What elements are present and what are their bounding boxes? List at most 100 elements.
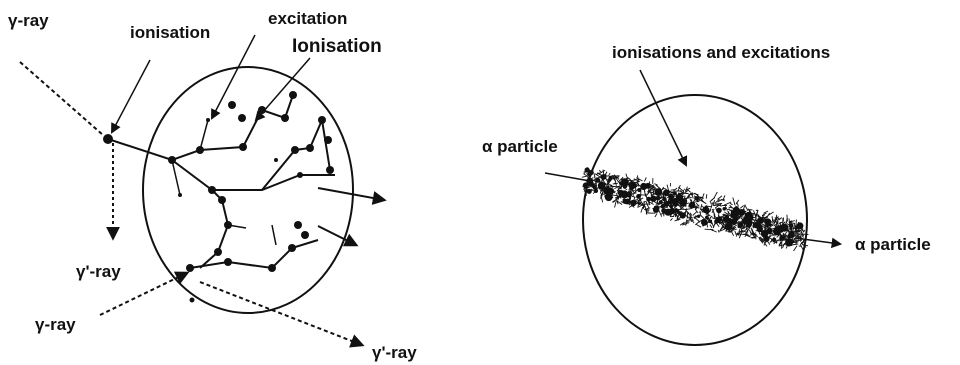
alpha-particle-outgoing-label: α particle [855,235,931,254]
electron-track-branch-1 [172,160,335,190]
track-fibre [785,232,786,234]
ionisation-pointer [112,60,150,132]
track-fibre [609,173,610,175]
track-fibre [695,218,700,223]
track-fibre [783,243,785,248]
track-cluster [689,202,696,209]
track-fibre [615,201,617,207]
track-cluster [587,189,592,194]
track-cluster [594,189,598,193]
track-fibre [802,234,809,235]
track-cluster [789,227,792,230]
track-fibre [713,202,714,206]
track-fibre [736,233,737,237]
track-cluster [637,188,641,192]
track-cluster [628,181,636,189]
interaction-point [297,172,303,178]
track-cluster [623,184,628,189]
electron-track-branch-3 [190,240,318,268]
track-fibre [730,203,733,204]
track-cluster [731,210,739,218]
interaction-point [218,196,226,204]
track-cluster [742,218,749,225]
track-cluster [637,194,641,198]
delta-ray-2 [200,120,208,150]
track-fibre [674,215,675,217]
track-cluster [645,183,651,189]
track-cluster [716,208,722,214]
track-cluster [661,204,666,209]
track-cluster [661,208,666,213]
track-fibre [794,223,795,225]
track-fibre [661,213,663,214]
track-cluster [626,192,632,198]
track-fibre [711,202,712,205]
electron-track-exit-2 [318,226,356,245]
interaction-point [224,221,232,229]
interaction-point [103,134,113,144]
track-cluster [630,200,636,206]
track-cluster [705,216,709,220]
electron-track-branch-4 [262,120,330,190]
track-fibre [694,194,699,195]
track-fibre [655,213,657,217]
track-fibre [700,211,701,213]
track-cluster [601,174,607,180]
ionisations-excitations-label: ionisations and excitations [612,43,830,62]
interaction-point [288,244,296,252]
track-cluster [782,225,787,230]
track-fibre [626,174,628,179]
ionisations-excitations-pointer [640,70,686,165]
track-cluster [697,215,700,218]
track-cluster [705,210,708,213]
track-fibre [794,246,798,251]
interaction-point [224,258,232,266]
track-fibre [700,215,705,219]
track-fibre [693,212,697,216]
track-fibre [733,198,735,206]
interaction-point [291,146,299,154]
track-fibre [710,225,712,228]
track-cluster [600,185,603,188]
track-fibre [793,227,794,231]
interaction-point [228,101,236,109]
track-cluster [650,196,656,202]
track-cluster [654,206,658,210]
interaction-point [274,158,278,162]
gamma-ray-incoming-label: γ-ray [8,11,49,30]
track-cluster [662,197,666,201]
track-cluster [797,222,804,229]
interaction-point [294,221,302,229]
track-cluster [679,199,687,207]
interaction-point [306,144,314,152]
interaction-point [238,114,246,122]
track-fibre [706,194,707,199]
track-fibre [684,189,685,191]
track-fibre [718,230,719,233]
interaction-point [326,166,334,174]
track-cluster [726,218,733,225]
track-fibre [685,198,692,199]
track-fibre [644,178,646,182]
track-fibre [670,218,672,220]
track-cluster [668,194,673,199]
track-cluster [659,200,663,204]
track-cluster [738,209,745,216]
ionisation-cap-label: Ionisation [292,36,382,57]
track-cluster [673,203,677,207]
interaction-point [168,156,176,164]
interaction-point [214,248,222,256]
gamma-ray-incoming-path [20,62,103,135]
track-fibre [740,206,743,209]
interaction-point [258,106,266,114]
alpha-particle-incoming-label: α particle [482,137,558,156]
track-cluster [772,238,776,242]
track-cluster [757,218,763,224]
interaction-point [206,118,210,122]
track-cluster [669,208,675,214]
excitation-label: excitation [268,9,347,28]
track-fibre [690,199,691,202]
track-cluster [694,196,699,201]
delta-ray-4 [272,225,276,245]
track-cluster [669,204,673,208]
